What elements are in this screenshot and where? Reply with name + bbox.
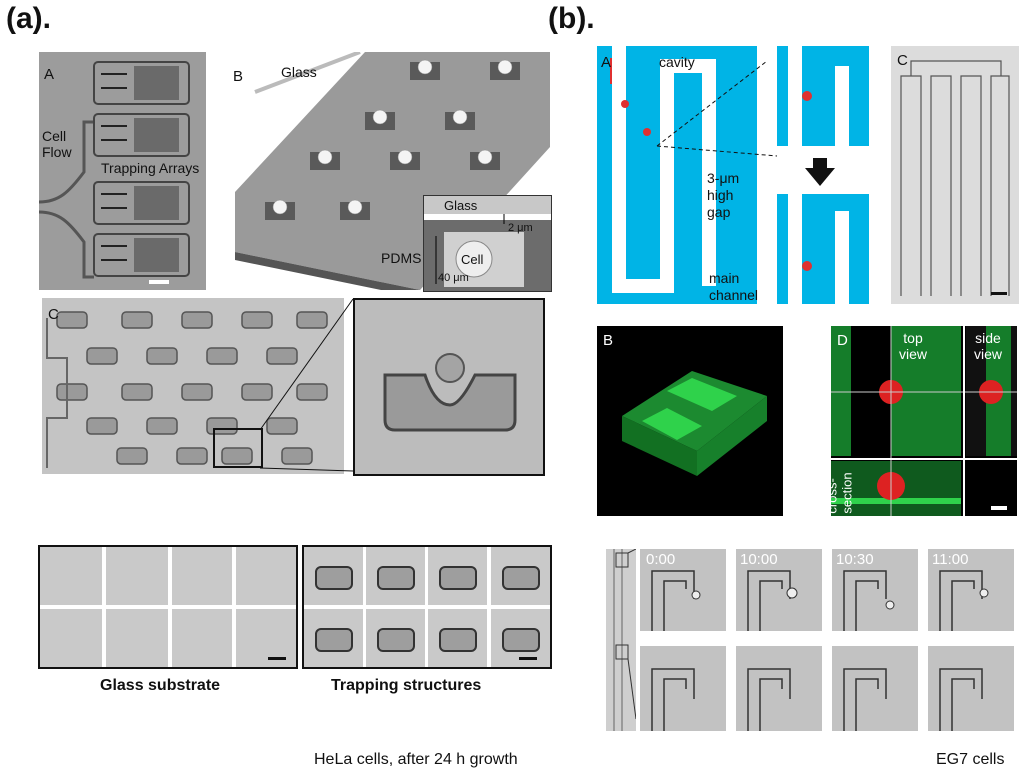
- b-A-label: A: [601, 54, 612, 71]
- b-panel-D-confocal: D top view side view cross- section: [825, 326, 1017, 516]
- a-panel-C-zoom: [353, 298, 545, 476]
- gap-label: 3-μm high gap: [707, 170, 740, 220]
- single-trap-zoom: [355, 300, 543, 474]
- frame-2: [832, 549, 918, 631]
- frame-4: [640, 646, 726, 731]
- time-0: 0:00: [646, 551, 676, 568]
- b-panel-A-schematic: A cavity 3-μm high gap main channel: [597, 46, 869, 304]
- 3d-confocal-render: [597, 326, 783, 516]
- time-1: 10:00: [740, 551, 778, 568]
- dim-40um-label: 40 μm: [438, 272, 469, 284]
- trapping-device-drawing: [39, 52, 206, 290]
- trapping-structures-caption: Trapping structures: [331, 677, 482, 694]
- microfluidic-channel-schematic: [597, 46, 869, 304]
- b-caption: EG7 cells: [936, 751, 1005, 768]
- overview-strip: [613, 549, 636, 731]
- timelapse-strip: 0:00 10:00 10:30 11:00: [606, 549, 1018, 731]
- dim-2um-label: 2 μm: [508, 222, 533, 234]
- b-D-label: D: [837, 332, 848, 349]
- glass-substrate-caption: Glass substrate: [100, 677, 221, 694]
- pdms-label: PDMS: [381, 250, 422, 266]
- frame-1: [736, 549, 822, 631]
- b-panel-C-micrograph: C: [891, 46, 1019, 304]
- a-panel-A-micrograph: A Cell Flow Trapping Arrays: [39, 52, 206, 290]
- main-channel-label: main channel: [709, 270, 759, 303]
- orthogonal-views: [831, 326, 1017, 516]
- cross-section-label: cross- section: [824, 472, 855, 514]
- panel-a-label: (a).: [6, 2, 51, 35]
- cell-label: Cell: [461, 252, 484, 267]
- zoom-lines: [259, 298, 354, 472]
- panel-b-label: (b).: [548, 2, 595, 35]
- b-C-label: C: [897, 52, 908, 69]
- cell-flow-label: Cell Flow: [42, 128, 72, 160]
- trap-array-micrograph: [42, 298, 344, 474]
- a-caption: HeLa cells, after 24 h growth: [314, 751, 518, 768]
- channel-outlines: [651, 570, 989, 731]
- cavity-label: cavity: [659, 54, 695, 70]
- time-2: 10:30: [836, 551, 874, 568]
- b-B-label: B: [603, 332, 614, 349]
- side-view-label: side view: [974, 330, 1003, 362]
- inset-cross-section-drawing: [424, 196, 551, 291]
- trap-shapes: [315, 566, 540, 660]
- serpentine-channel-micrograph: [891, 46, 1019, 304]
- b-panel-B-confocal: B: [597, 326, 783, 516]
- a-A-label: A: [44, 66, 55, 83]
- glass-substrate-grid: [38, 545, 298, 669]
- glass-inset-label: Glass: [444, 198, 478, 213]
- frame-3: [928, 549, 1014, 631]
- a-B-label: B: [233, 68, 244, 85]
- top-view-label: top view: [899, 330, 928, 362]
- glass-top-label: Glass: [281, 64, 317, 80]
- a-panel-C-micrograph: C: [42, 298, 344, 474]
- a-panel-B-schematic: B Glass PDMS Glass Cell 2 μm 40 μm: [215, 52, 552, 292]
- trapping-structures-grid: [302, 545, 552, 669]
- trapping-arrays-label: Trapping Arrays: [101, 160, 200, 176]
- cross-section-inset: Glass Cell 2 μm 40 μm: [423, 195, 552, 292]
- frame-6: [832, 646, 918, 731]
- time-3: 11:00: [932, 551, 969, 568]
- a-C-label: C: [48, 306, 59, 323]
- frame-5: [736, 646, 822, 731]
- frame-7: [928, 646, 1014, 731]
- frame-0: [640, 549, 726, 631]
